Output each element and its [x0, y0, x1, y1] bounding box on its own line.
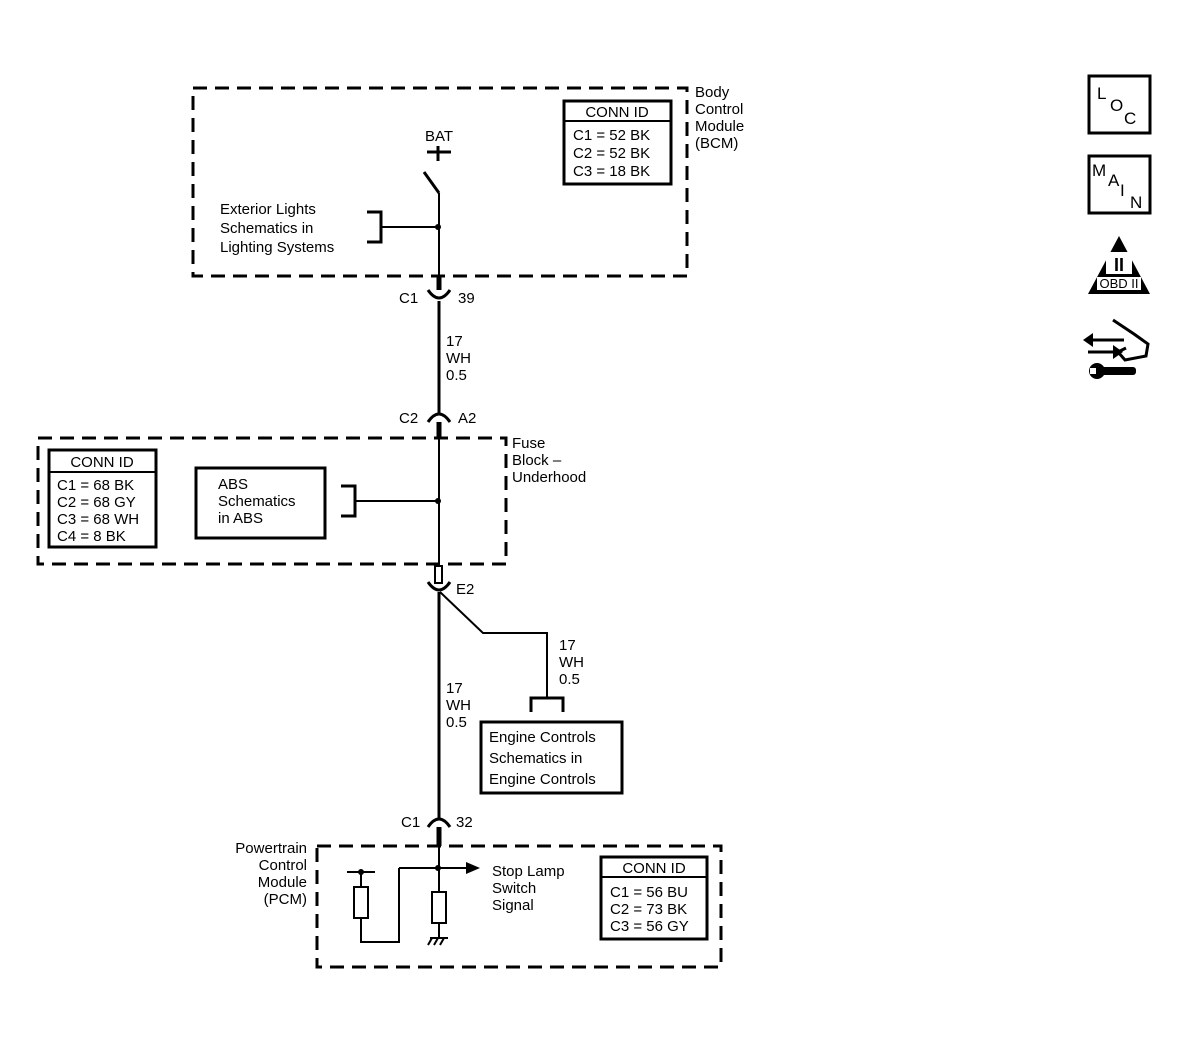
- bat-label: BAT: [425, 128, 453, 145]
- conn-id-title: CONN ID: [70, 454, 134, 471]
- svg-text:Stop Lamp: Stop Lamp: [492, 863, 565, 880]
- conn-id-title: CONN ID: [585, 104, 649, 121]
- conn-id-row: C1 = 68 BK: [57, 477, 134, 494]
- connector-name: C1: [399, 290, 418, 307]
- svg-text:M: M: [1092, 161, 1106, 180]
- connector-symbol: [426, 412, 452, 423]
- conn-id-row: C3 = 18 BK: [573, 163, 650, 180]
- svg-text:(BCM): (BCM): [695, 135, 738, 152]
- bcm-conn-id-table: CONN ID C1 = 52 BK C2 = 52 BK C3 = 18 BK: [562, 99, 673, 186]
- svg-text:17: 17: [446, 333, 463, 350]
- svg-text:in ABS: in ABS: [218, 510, 263, 527]
- svg-text:17: 17: [559, 637, 576, 654]
- connector-pin: E2: [456, 581, 474, 598]
- connector-symbol: [426, 817, 452, 828]
- pulldown-resistor: [431, 891, 447, 924]
- pcm-conn-id-table: CONN ID C1 = 56 BU C2 = 73 BK C3 = 56 GY: [599, 855, 709, 941]
- svg-text:Engine Controls: Engine Controls: [489, 771, 596, 788]
- connector-name: C1: [401, 814, 420, 831]
- engine-controls-reference: Engine Controls Schematics in Engine Con…: [479, 720, 624, 795]
- svg-text:OBD II: OBD II: [1099, 276, 1138, 291]
- diagnostic-tool-icon[interactable]: [1083, 318, 1150, 379]
- svg-text:WH: WH: [446, 350, 471, 367]
- svg-text:Module: Module: [695, 118, 744, 135]
- fuse-block-conn-id-table: CONN ID C1 = 68 BK C2 = 68 GY C3 = 68 WH…: [47, 448, 158, 549]
- conn-id-row: C2 = 68 GY: [57, 494, 136, 511]
- svg-text:Signal: Signal: [492, 897, 534, 914]
- svg-text:Switch: Switch: [492, 880, 536, 897]
- svg-text:II: II: [1114, 255, 1124, 275]
- svg-text:A: A: [1108, 171, 1120, 190]
- svg-text:L: L: [1097, 84, 1106, 103]
- svg-text:Engine Controls: Engine Controls: [489, 729, 596, 746]
- bcm-switch: [422, 171, 441, 194]
- connector-symbol: [426, 289, 452, 300]
- battery-terminal-symbol: [427, 146, 451, 161]
- svg-text:ABS: ABS: [218, 476, 248, 493]
- exterior-lights-reference: Exterior Lights Schematics in Lighting S…: [220, 201, 438, 256]
- connector-pin: 39: [458, 290, 475, 307]
- signal-arrow-icon: [466, 862, 480, 874]
- svg-text:Control: Control: [695, 101, 743, 118]
- conn-id-row: C3 = 68 WH: [57, 511, 139, 528]
- svg-text:Underhood: Underhood: [512, 469, 586, 486]
- conn-id-row: C2 = 73 BK: [610, 901, 687, 918]
- conn-id-row: C2 = 52 BK: [573, 145, 650, 162]
- svg-text:Control: Control: [259, 857, 307, 874]
- connector-pin: A2: [458, 410, 476, 427]
- fuse-block-name: Fuse Block – Underhood: [512, 435, 586, 486]
- svg-text:WH: WH: [559, 654, 584, 671]
- main-icon[interactable]: M A I N: [1087, 154, 1152, 215]
- conn-id-title: CONN ID: [622, 860, 686, 877]
- svg-text:0.5: 0.5: [446, 714, 467, 731]
- junction-dot: [435, 224, 441, 230]
- wire-label-lower: 17 WH 0.5: [446, 680, 471, 731]
- svg-text:Schematics in: Schematics in: [220, 220, 313, 237]
- ground-icon: [427, 937, 448, 946]
- svg-text:Schematics in: Schematics in: [489, 750, 582, 767]
- connector-pin: 32: [456, 814, 473, 831]
- engine-controls-bracket: [529, 696, 565, 712]
- svg-text:0.5: 0.5: [559, 671, 580, 688]
- conn-id-row: C3 = 56 GY: [610, 918, 689, 935]
- svg-text:Fuse: Fuse: [512, 435, 545, 452]
- svg-text:17: 17: [446, 680, 463, 697]
- connector-name: C2: [399, 410, 418, 427]
- svg-text:WH: WH: [446, 697, 471, 714]
- wire-label-upper: 17 WH 0.5: [446, 333, 471, 384]
- svg-text:Exterior Lights: Exterior Lights: [220, 201, 316, 218]
- abs-reference: ABS Schematics in ABS: [194, 466, 438, 540]
- svg-text:Powertrain: Powertrain: [235, 840, 307, 857]
- svg-text:O: O: [1110, 96, 1123, 115]
- obd-ii-icon[interactable]: II OBD II: [1088, 236, 1150, 294]
- loc-icon[interactable]: L O C: [1087, 74, 1152, 135]
- svg-text:Block –: Block –: [512, 452, 562, 469]
- pcm-module-boundary: [315, 844, 723, 969]
- svg-text:0.5: 0.5: [446, 367, 467, 384]
- conn-id-row: C1 = 52 BK: [573, 127, 650, 144]
- wire-branch: [439, 591, 548, 698]
- svg-text:Body: Body: [695, 84, 730, 101]
- pcm-internal-circuit: [347, 846, 480, 946]
- stop-lamp-signal-label: Stop Lamp Switch Signal: [492, 863, 565, 914]
- pullup-resistor: [353, 886, 369, 919]
- svg-text:Schematics: Schematics: [218, 493, 296, 510]
- bcm-name: Body Control Module (BCM): [695, 84, 744, 152]
- svg-text:(PCM): (PCM): [264, 891, 307, 908]
- svg-text:N: N: [1130, 193, 1142, 212]
- splice-pack-symbol: [426, 565, 452, 592]
- svg-text:I: I: [1120, 181, 1125, 200]
- conn-id-row: C4 = 8 BK: [57, 528, 126, 545]
- conn-id-row: C1 = 56 BU: [610, 884, 688, 901]
- svg-text:Module: Module: [258, 874, 307, 891]
- pcm-name: Powertrain Control Module (PCM): [235, 840, 307, 908]
- svg-text:C: C: [1124, 109, 1136, 128]
- svg-text:Lighting Systems: Lighting Systems: [220, 239, 334, 256]
- fuse-block-boundary: [36, 436, 508, 566]
- wire-label-branch: 17 WH 0.5: [559, 637, 584, 688]
